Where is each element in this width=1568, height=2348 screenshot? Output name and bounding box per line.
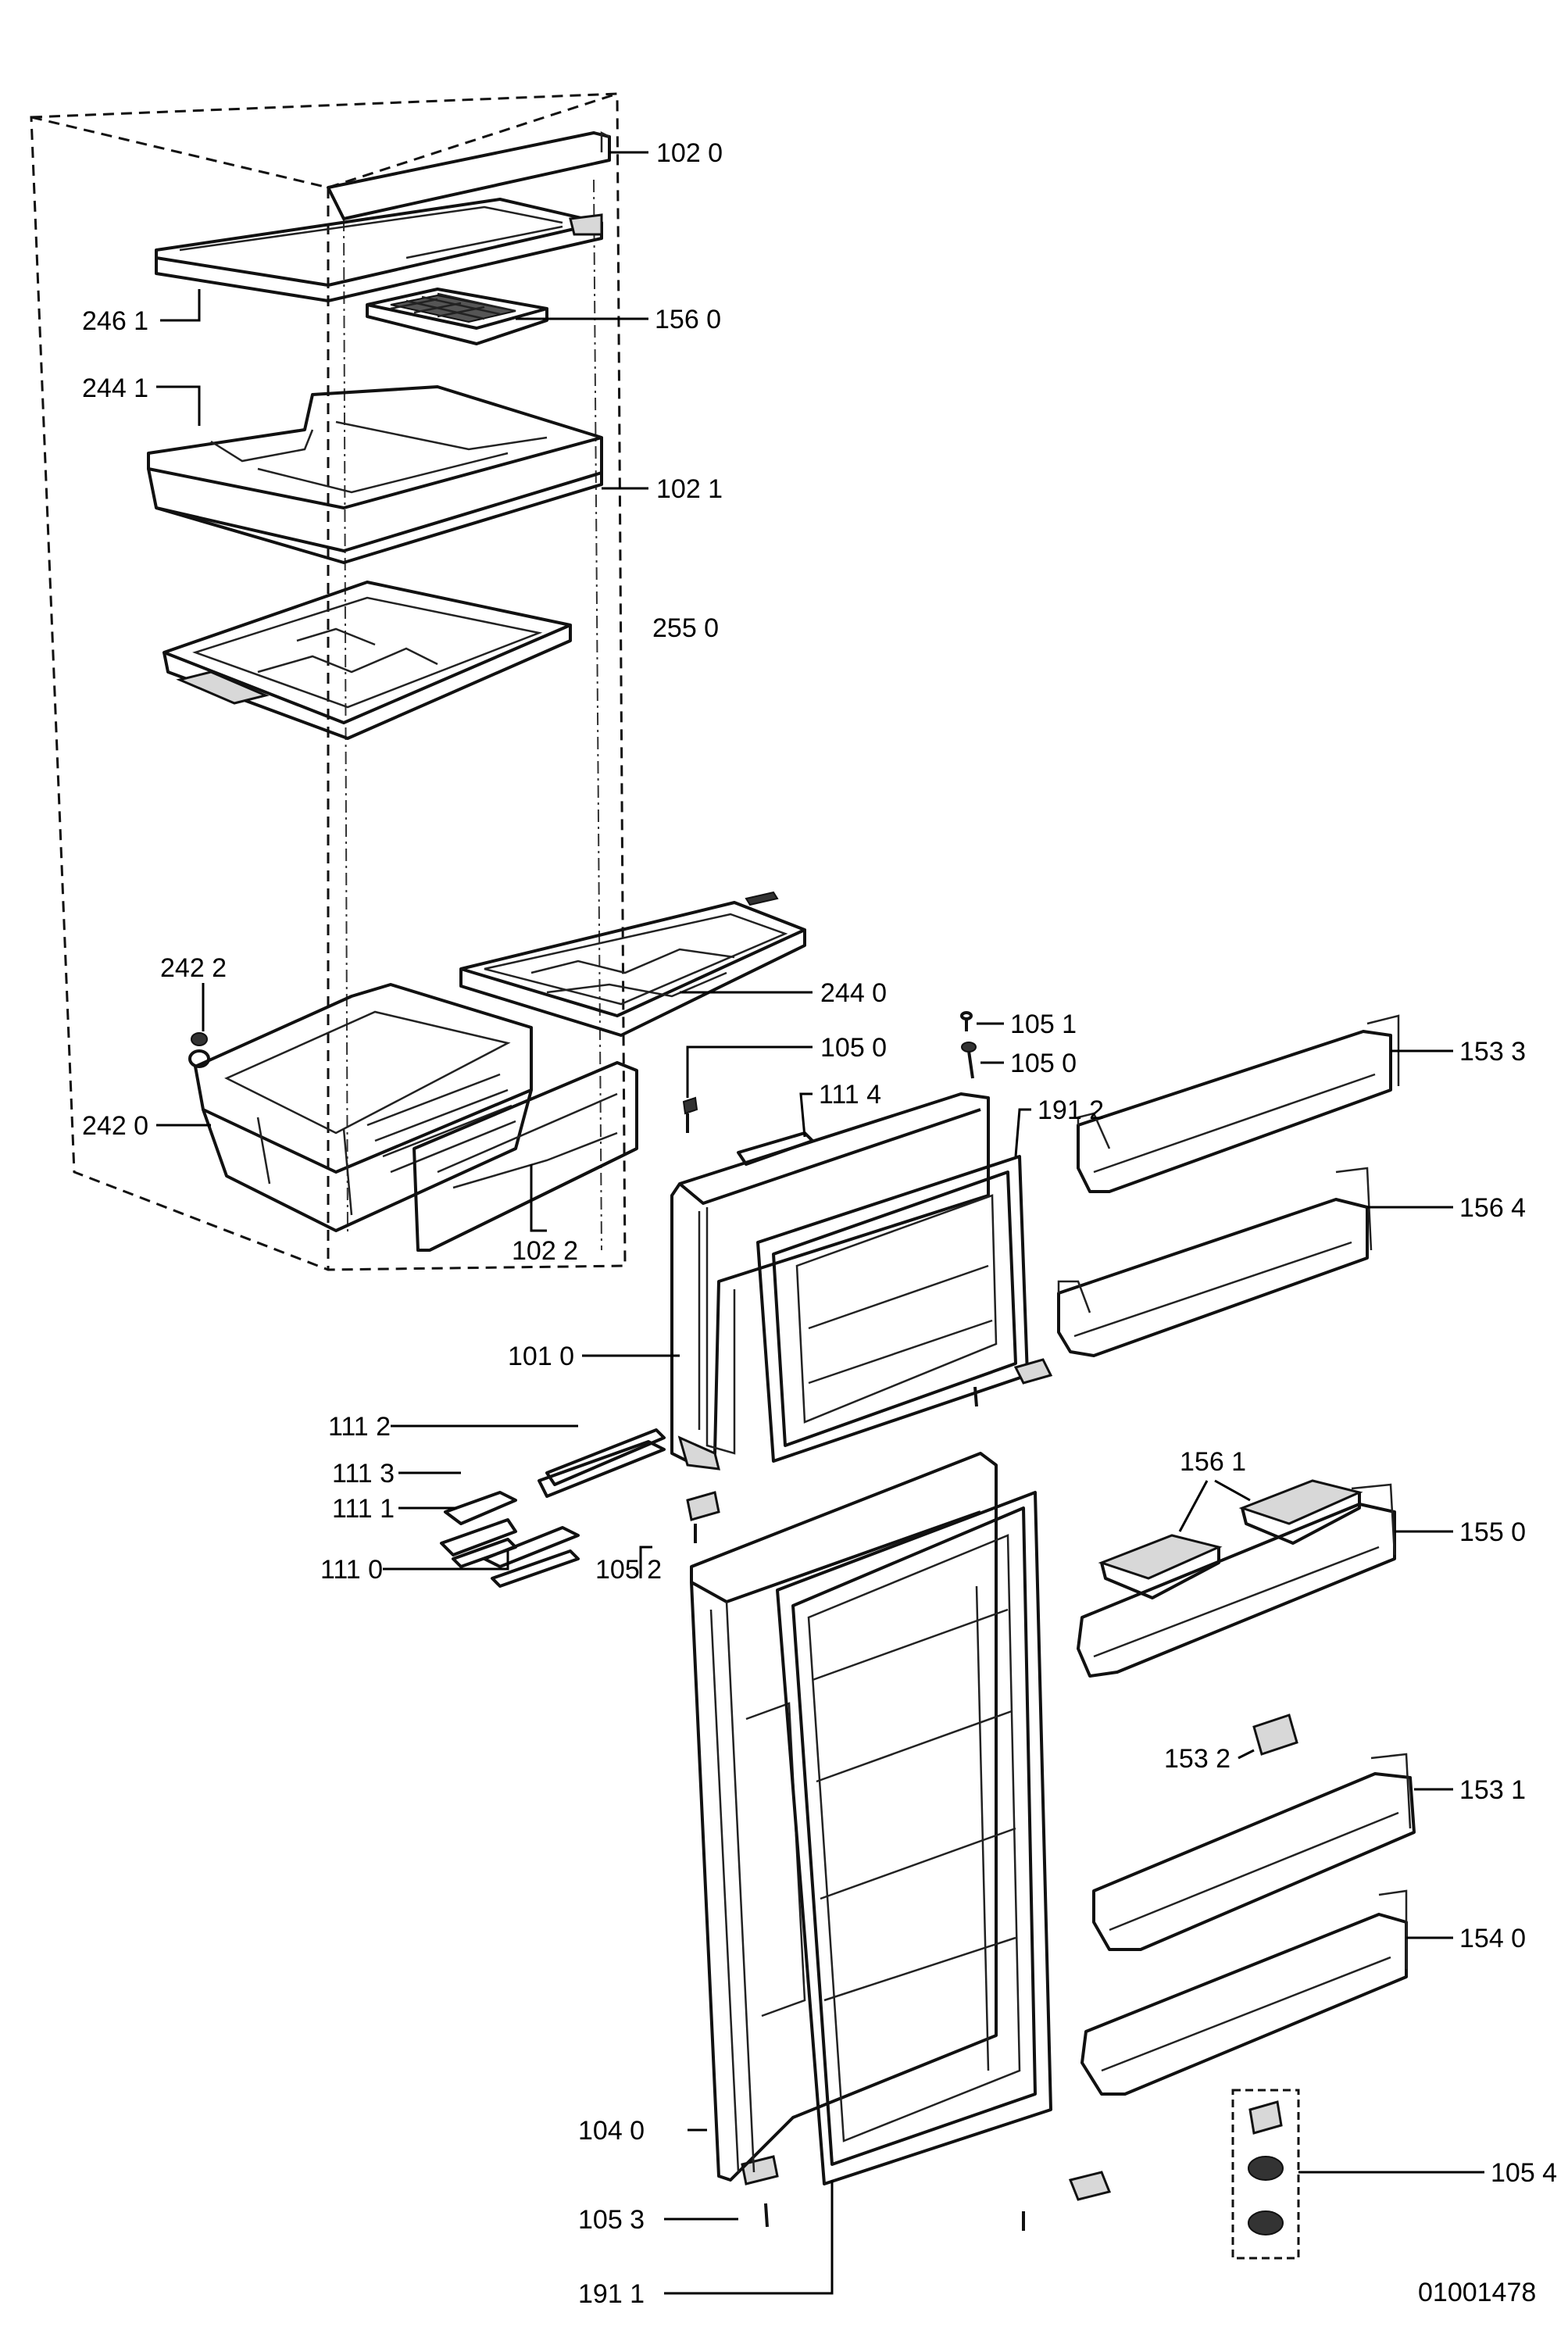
part-top-cover	[327, 130, 611, 220]
label-1540: 154 0	[1459, 1924, 1526, 1953]
label-1050a: 105 0	[820, 1033, 887, 1063]
label-1021: 102 1	[656, 474, 723, 504]
callout-labels: 102 0 246 1 156 0 244 1 102 1 255 0 242 …	[82, 138, 1557, 2309]
label-1040: 104 0	[578, 2116, 645, 2146]
part-freezer-shelf	[155, 198, 603, 302]
part-fridge-gasket	[776, 1491, 1052, 2185]
part-door-shelf-1533	[1077, 1014, 1400, 1193]
part-hinge-kit-box	[1231, 2089, 1300, 2260]
label-1051: 105 1	[1010, 1010, 1077, 1039]
label-1114: 111 4	[819, 1080, 881, 1110]
drawing-number: 01001478	[1418, 2278, 1536, 2307]
label-1564: 156 4	[1459, 1193, 1526, 1223]
label-1533: 153 3	[1459, 1037, 1526, 1067]
part-freezer-door	[670, 1092, 990, 1471]
part-handles	[440, 1131, 814, 1588]
label-1912: 191 2	[1038, 1095, 1104, 1125]
label-2422: 242 2	[160, 953, 227, 983]
label-1110: 111 0	[320, 1555, 383, 1585]
label-2420: 242 0	[82, 1111, 148, 1141]
part-crisper-front	[413, 1061, 638, 1252]
part-ice-tray	[366, 288, 548, 345]
part-freezer-drawer	[147, 385, 603, 564]
part-door-shelf-1550	[1077, 1483, 1396, 1678]
label-1113: 111 3	[332, 1459, 395, 1488]
part-freezer-gasket	[756, 1155, 1029, 1463]
label-2461: 246 1	[82, 306, 148, 336]
label-1112: 111 2	[328, 1412, 391, 1442]
part-crisper-cover	[459, 891, 806, 1037]
part-door-shelf-1564	[1057, 1167, 1373, 1357]
part-door-shelf-1531	[1092, 1714, 1416, 1951]
label-1010: 101 0	[508, 1342, 574, 1371]
label-1054: 105 4	[1491, 2158, 1557, 2188]
part-crisper-drawer	[188, 983, 533, 1232]
label-1561: 156 1	[1180, 1447, 1246, 1477]
label-1053: 105 3	[578, 2205, 645, 2235]
label-1111: 111 1	[332, 1494, 395, 1524]
part-fridge-door	[690, 1452, 998, 2182]
label-2441: 244 1	[82, 373, 148, 403]
part-egg-trays-1561	[1098, 1479, 1363, 1599]
label-1022: 102 2	[512, 1236, 578, 1266]
label-2440: 244 0	[820, 978, 887, 1008]
label-1531: 153 1	[1459, 1775, 1526, 1805]
cabinet-outline	[30, 92, 627, 1271]
label-1560: 156 0	[655, 305, 721, 334]
leader-lines	[156, 151, 1484, 2295]
label-1050b: 105 0	[1010, 1049, 1077, 1078]
part-hinges	[682, 1011, 1112, 2231]
label-1020: 102 0	[656, 138, 723, 168]
label-1532: 153 2	[1164, 1744, 1230, 1774]
label-1550: 155 0	[1459, 1517, 1526, 1547]
label-1052: 105 2	[595, 1555, 662, 1585]
label-2550: 255 0	[652, 613, 719, 643]
part-door-shelf-1540	[1080, 1889, 1408, 2096]
label-1911: 191 1	[578, 2279, 645, 2309]
part-glass-shelf	[163, 581, 572, 740]
